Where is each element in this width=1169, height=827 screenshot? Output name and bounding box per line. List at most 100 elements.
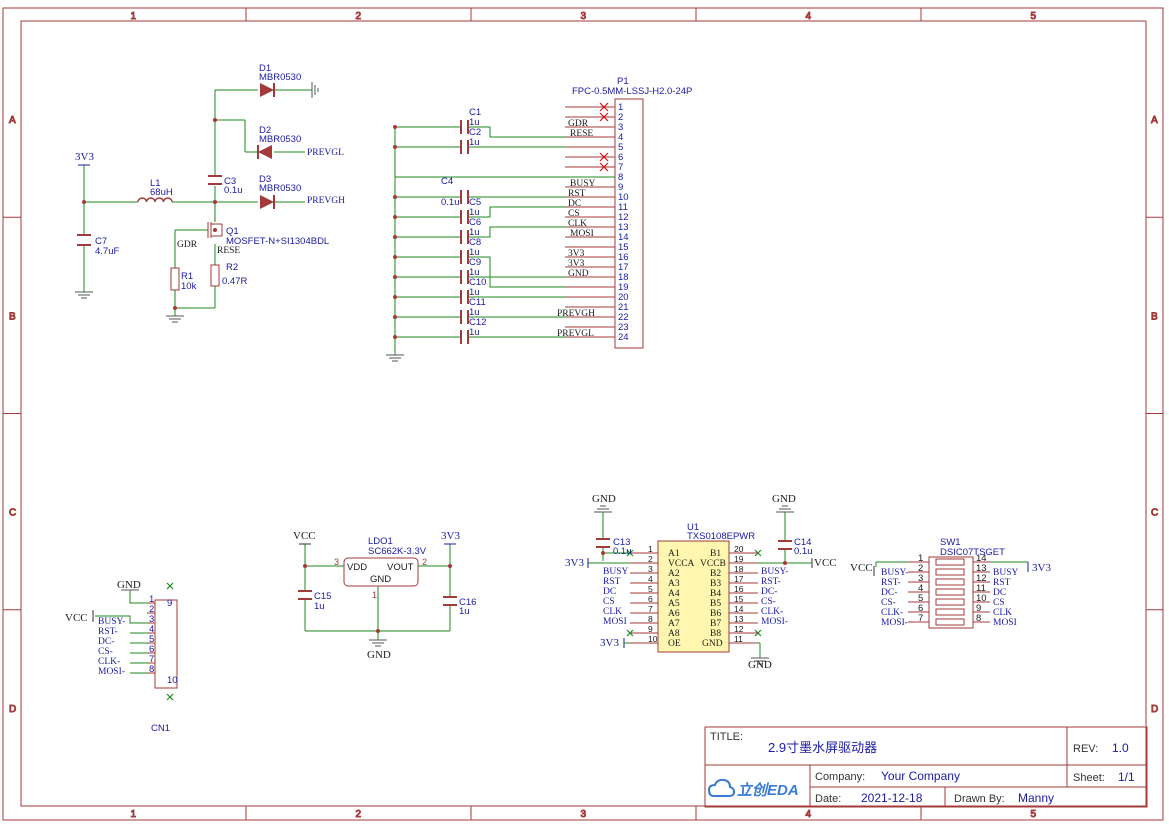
u1-pin-number: 19 [734, 554, 744, 564]
fpc-cap-value: 1u [469, 267, 480, 278]
frame-col-label: 1 [131, 11, 137, 22]
u1-net-label: MOSI- [761, 617, 788, 627]
u1-net-label: RST- [761, 577, 781, 587]
fpc-cap-value: 1u [469, 327, 480, 338]
cn1-pin-number: 1 [149, 594, 154, 605]
cloud-icon [707, 778, 736, 797]
c13-value: 0.1u [613, 546, 632, 557]
drawn-by-label: Drawn By: [954, 793, 1005, 805]
u1-pin-number: 7 [648, 604, 653, 614]
u1-wires [602, 512, 812, 658]
u1-net-label: BUSY [603, 567, 628, 577]
sw1-pin-number: 7 [918, 613, 923, 624]
frame-col-label: 3 [581, 11, 587, 22]
frame-col-label: 2 [356, 809, 362, 820]
capacitor-c13 [596, 538, 610, 548]
frame-row-label: A [1151, 115, 1158, 126]
fpc-net-label: RESE [570, 129, 593, 139]
sw1-pin-number: 14 [976, 553, 987, 564]
u1-pin-number: 5 [648, 584, 653, 594]
u1-net-3v3-oe: 3V3 [600, 637, 619, 649]
fpc-pin-number: 13 [618, 222, 629, 233]
no-connect-mark [599, 102, 609, 112]
inductor-l1 [137, 197, 173, 203]
frame-col-label: 4 [806, 809, 812, 820]
fpc-pin-number: 1 [618, 102, 623, 113]
ground-symbol [386, 354, 404, 362]
diode-d2 [257, 145, 272, 159]
sw1-pin-number: 13 [976, 563, 987, 574]
fpc-net-label: 3V3 [568, 259, 585, 269]
sw1-pin-number: 12 [976, 573, 987, 584]
ldo1-ref: LDO1 [368, 536, 393, 547]
frame-col-label: 3 [581, 809, 587, 820]
d2-ref: D2 [259, 125, 271, 136]
cn1-pin-number: 9 [167, 598, 172, 609]
fpc-pin-number: 9 [618, 182, 623, 193]
fpc-net-label: 3V3 [568, 249, 585, 259]
d1-value: MBR0530 [259, 72, 301, 83]
ldo1-gnd: GND [370, 574, 391, 585]
ldo1-pin-in: 3 [334, 557, 339, 567]
ground-symbol [166, 315, 184, 323]
sw1-pin-number: 8 [976, 613, 981, 624]
sw1-net-label: RST- [881, 578, 901, 588]
power-wires [83, 89, 312, 316]
fpc-pin-number: 5 [618, 142, 623, 153]
fpc-pin-number: 14 [618, 232, 629, 243]
capacitor-c10 [460, 290, 469, 304]
c16-ref: C16 [459, 597, 476, 608]
l1-value: 68uH [150, 187, 173, 198]
switch-actuator [935, 558, 965, 566]
title-label: TITLE: [710, 731, 743, 743]
frame-row-label: B [9, 311, 16, 322]
ldo-net-3v3: 3V3 [441, 530, 460, 542]
u1-value: TXS0108EPWR [687, 531, 755, 542]
resistor-r1 [170, 267, 180, 291]
ldo1-body [343, 557, 419, 587]
frame-col-label: 4 [806, 11, 812, 22]
capacitor-c3 [208, 175, 222, 185]
cn1-pin-number: 4 [149, 624, 154, 635]
sw1-net-3v3: 3V3 [1032, 562, 1051, 574]
frame-row-label: C [1151, 508, 1158, 519]
company-label: Company: [815, 771, 865, 783]
capacitor-c2 [460, 140, 469, 154]
q1-value: MOSFET-N+SI1304BDL [226, 236, 329, 247]
sw1-net-label: DC- [881, 588, 897, 598]
cn1-pin-number: 5 [149, 634, 154, 645]
fpc-net-label: MOSI [570, 229, 594, 239]
sw1-pin-number: 3 [918, 573, 923, 584]
sw1-pin-number: 2 [918, 563, 923, 574]
cn1-pin-number: 3 [149, 614, 154, 625]
drawn-by-value: Manny [1018, 791, 1054, 805]
fpc-net-label: GDR [568, 119, 589, 129]
fpc-net-label: DC [568, 199, 581, 209]
c13-ref: C13 [613, 537, 630, 548]
boost-power-section: 3V3 L1 68uH C7 4.7uF C3 0.1u D1 MBR0530 [75, 63, 345, 323]
fpc-net-label: GND [568, 269, 589, 279]
capacitor-c4 [460, 190, 469, 204]
frame-col-label: 1 [131, 809, 137, 820]
date-value: 2021-12-18 [861, 791, 923, 805]
sw1-net-label: BUSY- [881, 568, 908, 578]
fpc-pin-number: 2 [618, 112, 623, 123]
frame-col-label: 2 [356, 11, 362, 22]
no-connect-mark [599, 162, 609, 172]
u1-pin-name: B5 [710, 599, 721, 609]
fpc-pin-number: 18 [618, 272, 629, 283]
sw1-net-vcc: VCC [850, 562, 873, 574]
u1-pin-number: 17 [734, 574, 744, 584]
fpc-pin-number: 4 [618, 132, 623, 143]
ldo1-vdd: VDD [347, 562, 367, 573]
ldo-net-gnd: GND [367, 649, 391, 661]
u1-pin-name: A7 [668, 619, 680, 629]
fpc-pin-number: 16 [618, 252, 629, 263]
u1-pin-name: A1 [668, 549, 680, 559]
u1-pin-name: A6 [668, 609, 680, 619]
u1-pin-name: B3 [710, 579, 721, 589]
sw1-net-label: DC [993, 588, 1006, 598]
cn1-net-label: MOSI- [98, 667, 125, 677]
